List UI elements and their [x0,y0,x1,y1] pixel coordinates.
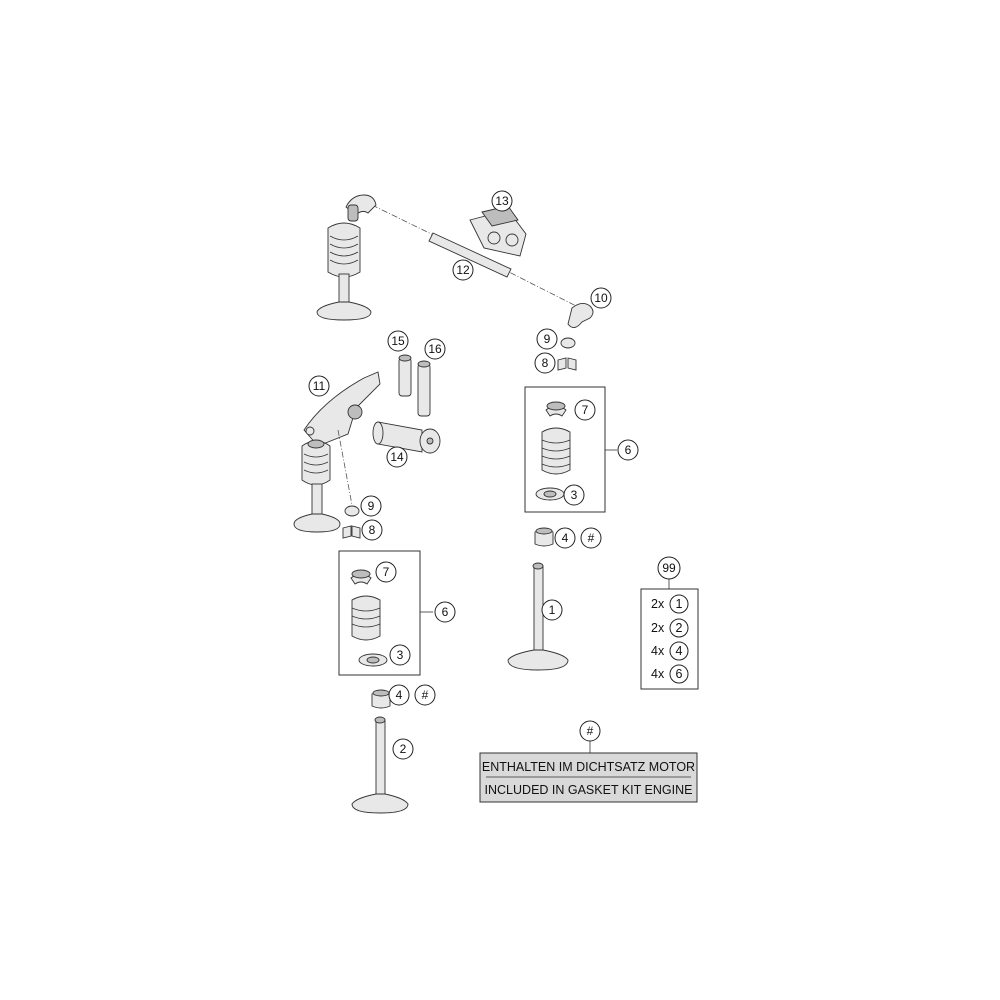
kit-99-qty: 2x [651,621,665,635]
callout-10-label: 10 [594,291,608,305]
callout-2: 2 [392,738,414,760]
legend-line-de: ENTHALTEN IM DICHTSATZ MOTOR [482,760,695,774]
callout-6-right-label: 6 [625,443,632,457]
kit-99-row: 2x 1 [651,594,689,614]
callout-8-right-label: 8 [542,356,549,370]
callout-hash-right-label: # [588,531,595,545]
callout-16-label: 16 [428,342,442,356]
callout-4-left: 4 [388,684,410,706]
legend-hash-callout: # [579,720,601,742]
callout-7-right: 7 [574,399,596,421]
callout-14: 14 [386,446,408,468]
callout-13-label: 13 [495,194,509,208]
kit-99-box: 2x 1 2x 2 4x 4 4x 6 [640,588,699,690]
callout-4-left-label: 4 [396,688,403,702]
callout-15-label: 15 [391,334,405,348]
callout-13: 13 [491,190,513,212]
gasket-kit-legend: ENTHALTEN IM DICHTSATZ MOTOR INCLUDED IN… [479,752,698,803]
middle-left-valve-assembly [293,439,341,533]
kit-99-row: 2x 2 [651,618,689,638]
kit-99-part: 1 [676,597,683,611]
kit-99-row: 4x 6 [651,664,689,684]
kit-99-part: 6 [676,667,683,681]
callout-hash-left: # [414,684,436,706]
callout-8-left: 8 [361,519,383,541]
callout-11-label: 11 [313,379,326,393]
callout-12: 12 [452,259,474,281]
callout-8-left-label: 8 [369,523,376,537]
rocker-arm-10 [567,303,594,328]
part-13-block [469,205,527,257]
callout-6-left: 6 [434,601,456,623]
callout-8-right: 8 [534,352,556,374]
callout-6-left-label: 6 [442,605,449,619]
callout-12-label: 12 [456,263,470,277]
callout-3-left: 3 [389,644,411,666]
rocker-arm-11 [303,371,381,506]
callout-hash-right: # [580,527,602,549]
callout-1-label: 1 [549,603,556,617]
right-keepers [557,337,577,371]
callout-hash-left-label: # [422,688,429,702]
callout-99: 99 [657,556,681,580]
callout-99-label: 99 [662,561,676,575]
roller-cylinder-14 [372,421,441,454]
callout-14-label: 14 [390,450,404,464]
callout-4-right: 4 [554,527,576,549]
callout-4-right-label: 4 [562,531,569,545]
valve-seal-right [534,527,554,547]
pins-15-16 [398,354,431,417]
callout-9-right-label: 9 [544,332,551,346]
callout-15: 15 [387,330,409,352]
callout-9-left: 9 [360,495,382,517]
exhaust-valve-1 [507,562,569,671]
callout-3-left-label: 3 [397,648,404,662]
kit-99-row: 4x 4 [651,641,689,661]
kit-99-qty: 4x [651,667,665,681]
kit-99-part: 4 [676,644,683,658]
kit-99-qty: 2x [651,597,665,611]
intake-valve-2 [351,716,409,814]
callout-9-left-label: 9 [368,499,375,513]
callout-16: 16 [424,338,446,360]
callout-3-right-label: 3 [571,488,578,502]
callout-11: 11 [308,375,330,397]
callout-1: 1 [541,599,563,621]
callout-6-right: 6 [617,439,639,461]
callout-9-right: 9 [536,328,558,350]
callout-2-label: 2 [400,742,407,756]
kit-99-qty: 4x [651,644,665,658]
callout-7-left-label: 7 [383,565,390,579]
kit-99-part: 2 [676,621,683,635]
callout-7-right-label: 7 [582,403,589,417]
callout-10: 10 [590,287,612,309]
legend-hash-label: # [587,724,594,738]
valve-seal-left [371,689,391,709]
callout-7-left: 7 [375,561,397,583]
legend-line-en: INCLUDED IN GASKET KIT ENGINE [485,783,693,797]
callout-3-right: 3 [563,484,585,506]
top-left-valve-assembly [316,194,591,321]
left-keepers [342,505,361,539]
rocker-shaft-12 [428,232,512,278]
